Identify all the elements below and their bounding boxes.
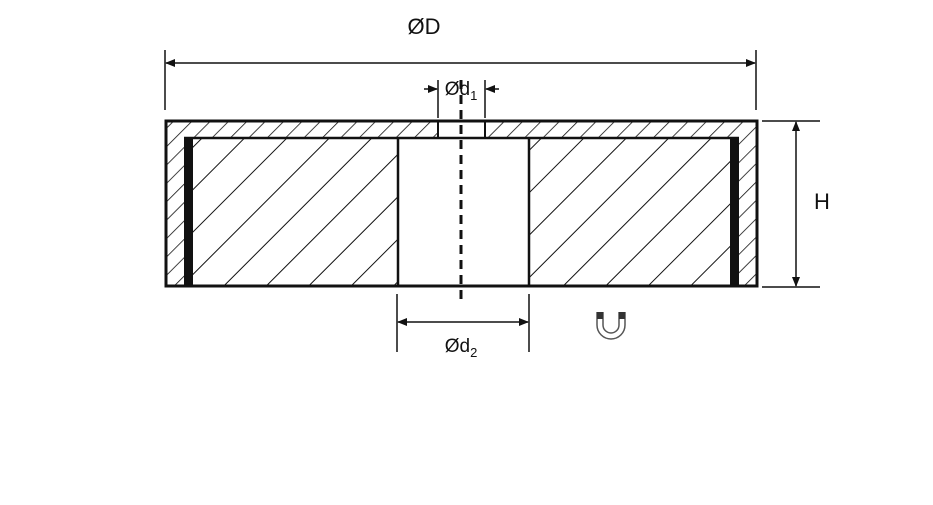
hole-top-label-base: Ød <box>445 79 470 100</box>
horseshoe-magnet-icon <box>596 312 626 340</box>
magnet-body <box>193 138 730 286</box>
magnet-left-section <box>193 138 398 286</box>
hole-bottom-label: Ød2 <box>445 336 478 360</box>
outer-diameter-label: ØD <box>408 14 441 39</box>
outer-outline <box>164 119 759 288</box>
hole-bottom-label-base: Ød <box>445 336 470 357</box>
cup-left-wall <box>166 138 184 286</box>
dimension-hole-bottom <box>396 294 530 352</box>
height-label: H <box>814 189 830 214</box>
cup-right-wall <box>739 138 757 286</box>
dimension-height <box>762 120 820 288</box>
magnet-right-section <box>529 138 730 286</box>
hole-top-label: Ød1 <box>445 79 478 103</box>
cup-top-plate-right <box>485 121 757 138</box>
section-outlines <box>164 119 759 288</box>
dimension-outer-diameter <box>164 50 757 110</box>
dimension-hole-top <box>424 80 499 118</box>
hole-top-label-sub: 1 <box>470 88 477 103</box>
cup-top-plate-left <box>166 121 438 138</box>
left-separator-band <box>184 138 193 286</box>
steel-cup <box>166 121 757 286</box>
right-separator-band <box>730 138 739 286</box>
hole-bottom-label-sub: 2 <box>470 345 477 360</box>
